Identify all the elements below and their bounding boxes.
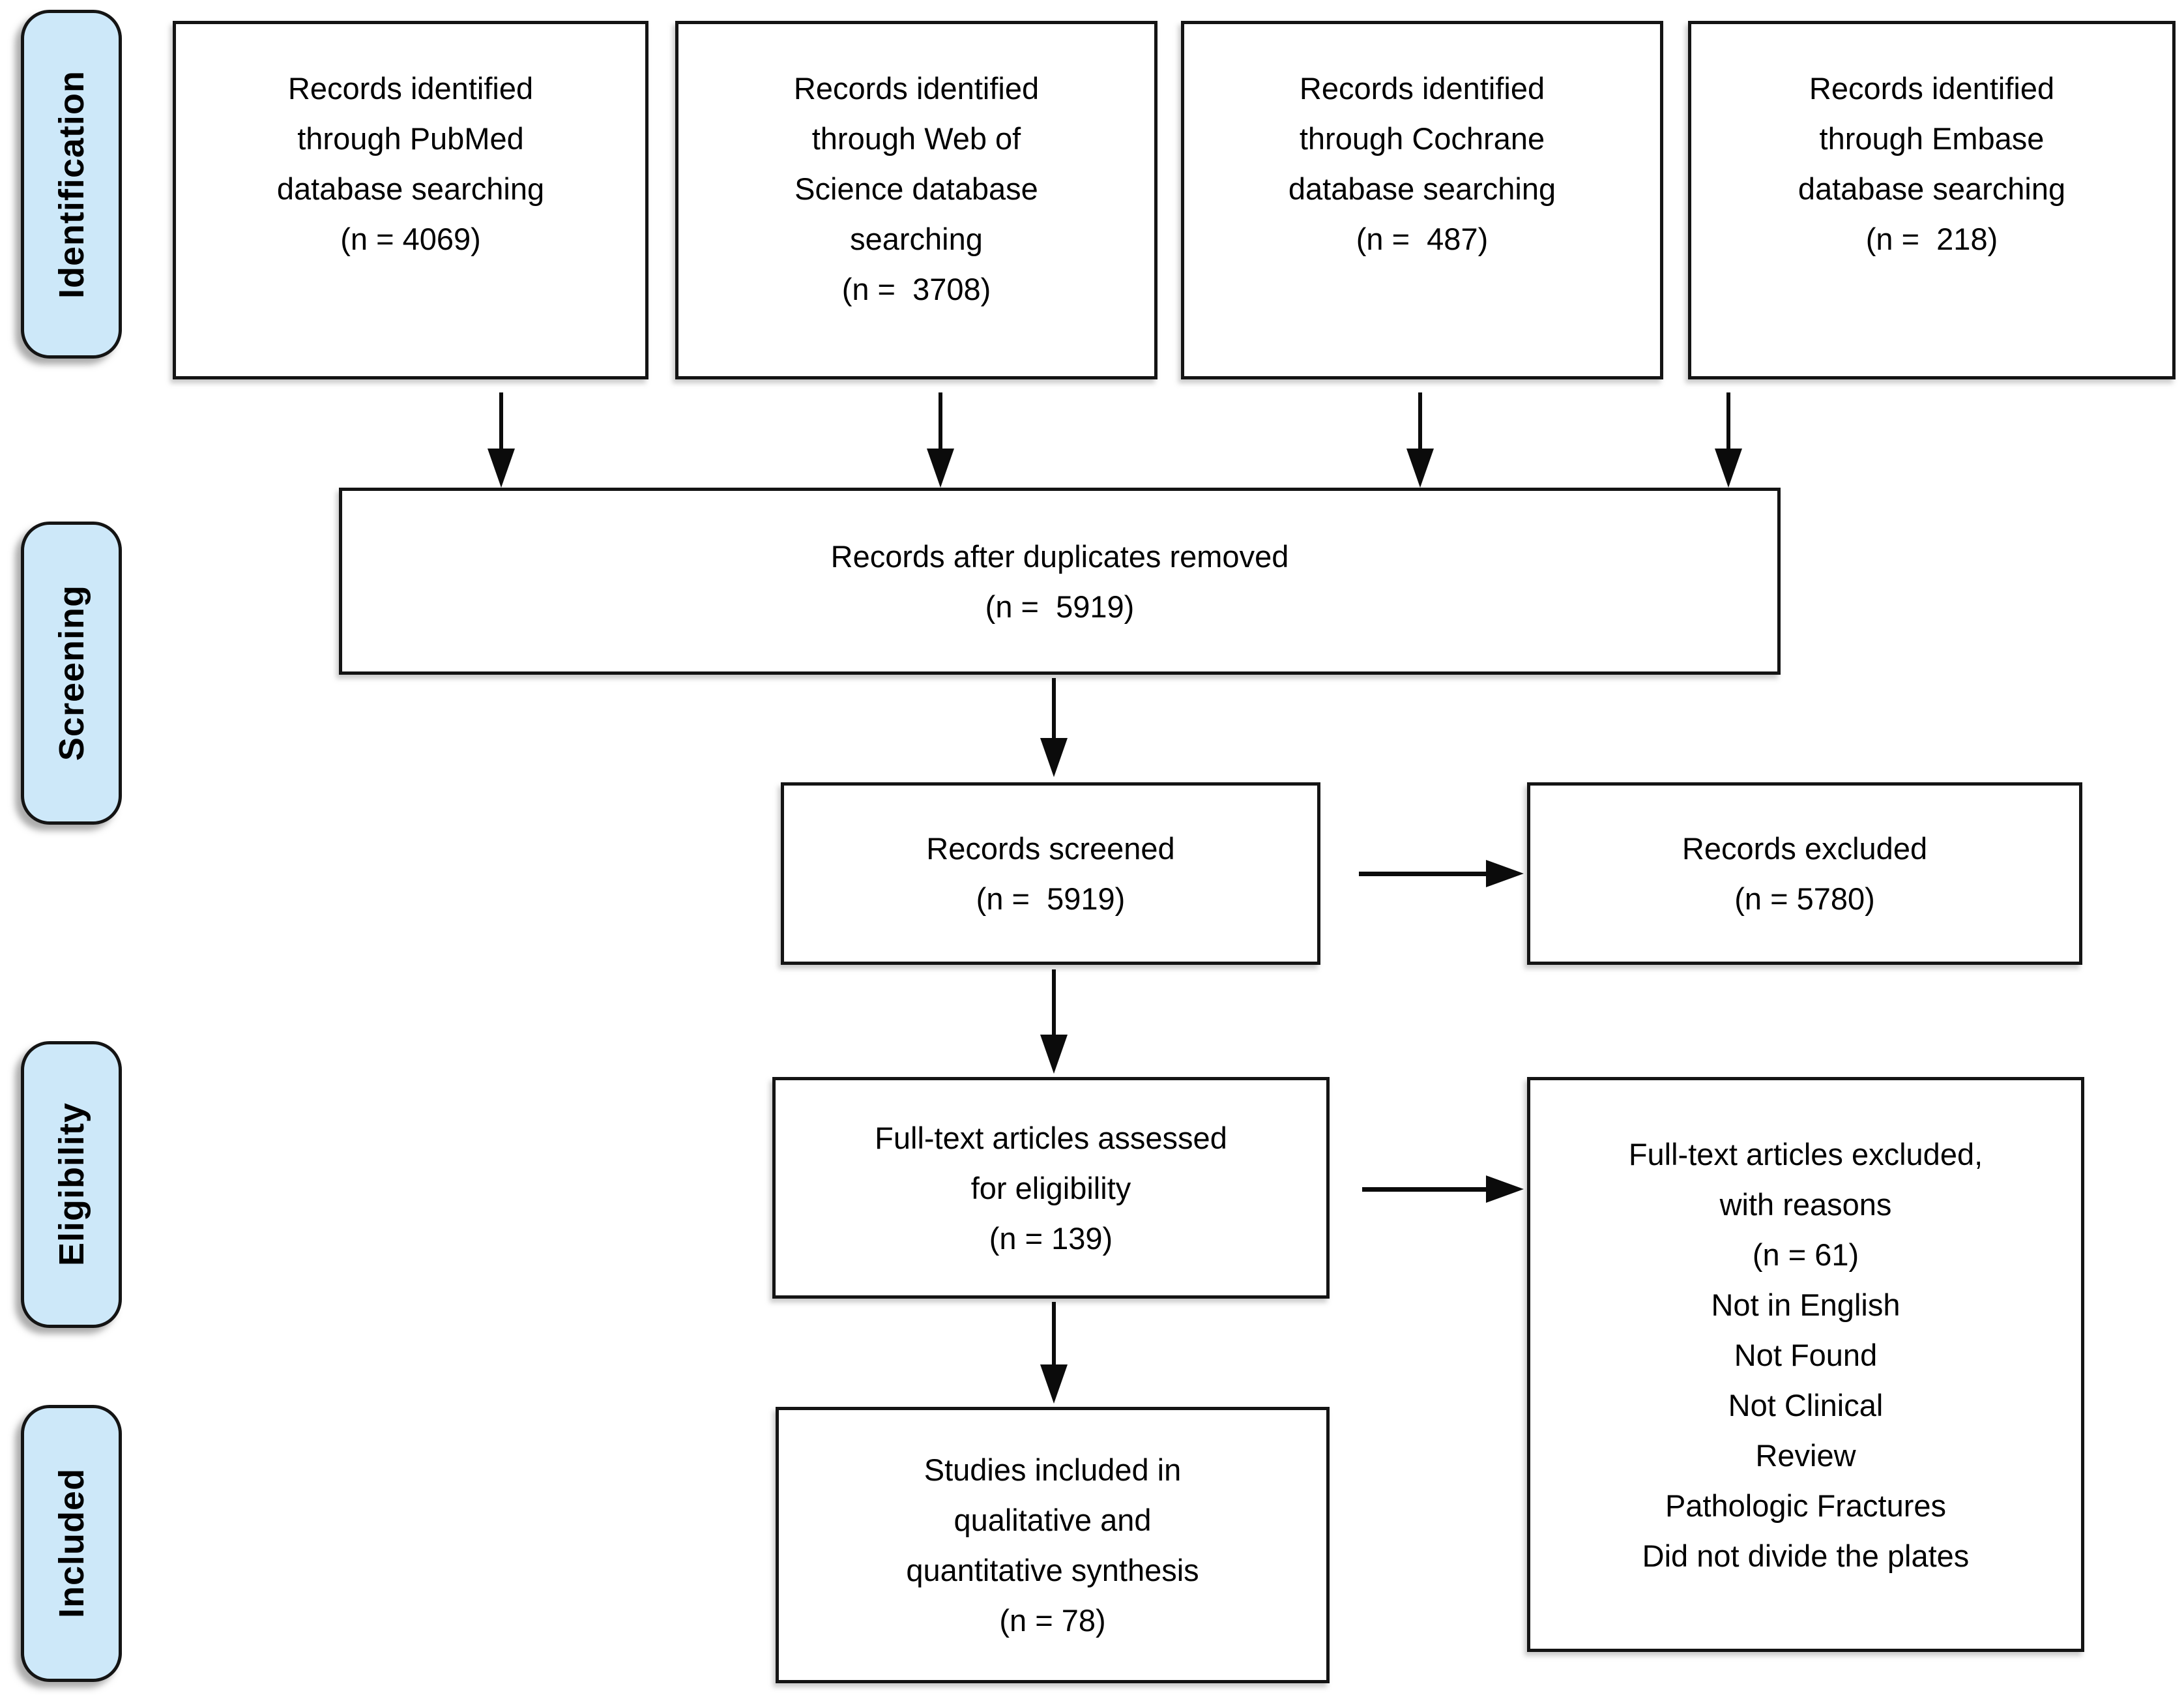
box-duplicates-removed: Records after duplicates removed (n = 59… <box>339 488 1781 675</box>
arrow-down-icon <box>1040 738 1068 777</box>
box-records-web-of-science: Records identified through Web of Scienc… <box>675 21 1158 379</box>
stage-eligibility-label: Eligibility <box>51 1102 91 1267</box>
connector-arrow-screened-to-fulltext <box>1040 969 1068 1074</box>
box-records-excluded-text: Records excluded (n = 5780) <box>1682 831 1928 916</box>
arrow-down-icon <box>1406 449 1434 488</box>
box-records-web-of-science-text: Records identified through Web of Scienc… <box>793 71 1040 306</box>
arrow-down-icon <box>1040 1364 1068 1404</box>
connector-arrow-fulltext-to-excluded <box>1362 1175 1524 1203</box>
arrow-down-icon <box>1715 449 1742 488</box>
connector-arrow-pubmed-down <box>487 392 516 488</box>
connector-arrow-screened-to-excluded <box>1359 859 1524 888</box>
box-records-excluded: Records excluded (n = 5780) <box>1527 782 2082 965</box>
stage-eligibility: Eligibility <box>21 1041 122 1328</box>
stage-identification-label: Identification <box>51 70 91 299</box>
connector-arrow-cochrane-down <box>1406 392 1434 488</box>
stage-included: Included <box>21 1405 122 1682</box>
box-studies-included: Studies included in qualitative and quan… <box>776 1407 1330 1683</box>
box-fulltext-assessed: Full-text articles assessed for eligibil… <box>772 1077 1330 1299</box>
connector-arrow-duplicates-to-screened <box>1040 678 1068 777</box>
box-records-screened: Records screened (n = 5919) <box>781 782 1320 965</box>
box-fulltext-excluded-text: Full-text articles excluded, with reason… <box>1628 1137 1983 1573</box>
box-records-pubmed: Records identified through PubMed databa… <box>173 21 648 379</box>
stage-screening-label: Screening <box>51 585 91 761</box>
connector-arrow-fulltext-to-included <box>1040 1302 1068 1404</box>
arrow-down-icon <box>927 449 954 488</box>
box-records-pubmed-text: Records identified through PubMed databa… <box>276 71 545 256</box>
box-records-cochrane-text: Records identified through Cochrane data… <box>1288 71 1556 256</box>
connector-arrow-embase-down <box>1714 392 1743 488</box>
arrow-down-icon <box>1040 1035 1068 1074</box>
connector-arrow-web-of-science-down <box>926 392 955 488</box>
arrow-down-icon <box>488 449 515 488</box>
box-records-cochrane: Records identified through Cochrane data… <box>1181 21 1663 379</box>
box-studies-included-text: Studies included in qualitative and quan… <box>906 1452 1199 1638</box>
box-fulltext-excluded: Full-text articles excluded, with reason… <box>1527 1077 2084 1652</box>
stage-included-label: Included <box>51 1468 91 1619</box>
box-records-embase: Records identified through Embase databa… <box>1688 21 2176 379</box>
box-records-screened-text: Records screened (n = 5919) <box>926 831 1175 916</box>
box-fulltext-assessed-text: Full-text articles assessed for eligibil… <box>875 1120 1227 1256</box>
box-duplicates-removed-text: Records after duplicates removed (n = 59… <box>830 538 1289 624</box>
box-records-embase-text: Records identified through Embase databa… <box>1798 71 2066 256</box>
arrow-right-icon <box>1486 860 1524 887</box>
stage-screening: Screening <box>21 522 122 825</box>
arrow-right-icon <box>1486 1175 1524 1203</box>
stage-identification: Identification <box>21 10 122 359</box>
